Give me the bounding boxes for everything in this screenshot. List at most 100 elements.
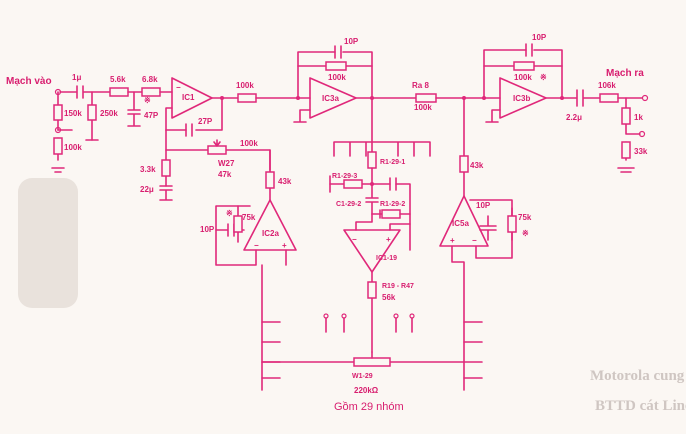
label-ic5a: IC5a — [452, 219, 469, 228]
label-w27: W27 — [218, 159, 235, 168]
resistor-3-3k — [161, 159, 171, 177]
resistor-100k-a — [237, 93, 257, 103]
capacitor-c1-29-1 — [389, 177, 397, 191]
label-r250: 250k — [100, 109, 118, 118]
opamp-ic2a — [243, 199, 297, 251]
tap-pins — [325, 317, 413, 333]
resistor-r1-29-1 — [367, 151, 377, 169]
resistor-6-8k — [141, 87, 161, 97]
resistor-5-6k — [109, 87, 129, 97]
label-ic1: IC1 — [182, 93, 195, 102]
label-w129: W1-29 — [352, 373, 373, 380]
label-c1292: C1-29-2 — [336, 201, 361, 208]
opamp-ic3b — [499, 77, 547, 119]
wire-fb-27p — [165, 97, 223, 131]
label-r43b: 43k — [470, 161, 484, 170]
label-r150: 150k — [64, 109, 82, 118]
tap-pin-2 — [341, 313, 347, 319]
tap-pin-4 — [409, 313, 415, 319]
label-r1k: 1k — [634, 113, 643, 122]
ground-in — [51, 167, 65, 173]
label-c22: 22μ — [140, 185, 154, 194]
wire-ic1-plus — [165, 107, 173, 131]
capacitor-2-2u — [576, 89, 584, 107]
ic2a-plus: + — [282, 241, 287, 250]
wire-fb-10p-a — [297, 51, 373, 99]
resistor-100k-in — [53, 137, 63, 155]
ic1-19-minus: − — [352, 235, 357, 244]
label-c22b: 2.2μ — [566, 113, 582, 122]
label-r106: 106k — [598, 81, 616, 90]
resistor-r1-29-2 — [381, 209, 401, 219]
capacitor-10p-b — [525, 43, 533, 57]
resistor-106k — [599, 93, 619, 103]
capacitor-10p-a — [334, 45, 342, 59]
ground-ic3a — [293, 109, 311, 123]
bus-right — [451, 245, 465, 391]
resistor-75k-a — [233, 215, 243, 233]
label-r100a-in: 100k — [64, 143, 82, 152]
opamp-ic1-19 — [343, 229, 401, 273]
label-r47: 47k — [218, 170, 232, 179]
right-bus-taps — [463, 321, 483, 379]
label-c10a: 10P — [344, 37, 359, 46]
label-c10b: 10P — [532, 33, 547, 42]
label-r100a: 100k — [236, 81, 254, 90]
capacitor-10p-c — [215, 223, 245, 237]
resistor-r1-29-3 — [343, 179, 363, 189]
label-c10d: 10P — [476, 201, 491, 210]
ground-ic3b — [485, 109, 501, 123]
bus-top-taps — [333, 141, 431, 157]
ghost-text-2: BTTD cát Linex — [595, 398, 686, 414]
terminal-out-mid — [638, 130, 646, 138]
wire-r1-29-2-a — [371, 209, 383, 219]
label-r100f: 100k — [514, 73, 532, 82]
resistor-100k-fb-b — [513, 61, 535, 71]
label-c-in: 1μ — [72, 73, 81, 82]
label-ic2a: IC2a — [262, 229, 279, 238]
resistor-43k-b — [459, 155, 469, 173]
label-r1291: R1-29-1 — [380, 159, 405, 166]
label-ic1-19: IC1-19 — [376, 255, 397, 262]
label-r33k: 33k — [634, 147, 648, 156]
wire-r1-29-3 — [329, 183, 411, 251]
output-label: Mạch ra — [606, 68, 644, 79]
output-terminal — [641, 94, 649, 102]
ground-out — [617, 167, 635, 173]
label-r1: 5.6k — [110, 75, 126, 84]
resistor-75k-b — [507, 215, 517, 233]
label-star-4: ※ — [522, 229, 529, 238]
label-star-1: ※ — [144, 96, 151, 105]
label-c47: 47P — [144, 111, 159, 120]
label-r75b: 75k — [518, 213, 532, 222]
resistor-100k-fb-a — [325, 61, 347, 71]
resistor-250k — [87, 104, 97, 121]
label-r100d: 100k — [328, 73, 346, 82]
opamp-ic5a — [439, 195, 489, 247]
label-r1292: R1-29-2 — [380, 201, 405, 208]
opamp-ic3a — [309, 77, 357, 119]
label-r100e: 100k — [414, 103, 432, 112]
capacitor-22u — [159, 185, 173, 201]
capacitor-input — [76, 85, 84, 99]
label-r19: R19 - R47 — [382, 283, 414, 290]
ghost-text-1: Motorola cung cấp — [590, 368, 686, 384]
label-r1293: R1-29-3 — [332, 173, 357, 180]
left-bus-taps — [261, 321, 281, 379]
wire-ic2a — [215, 205, 287, 266]
resistor-150k — [53, 104, 63, 121]
label-ic3a: IC3a — [322, 94, 339, 103]
resistor-1k — [621, 107, 631, 125]
ic5a-minus: − — [472, 236, 477, 245]
pot-wiper — [213, 139, 221, 147]
ic1-19-plus: + — [386, 235, 391, 244]
ic5a-plus: + — [450, 236, 455, 245]
label-ra8: Ra 8 — [412, 81, 429, 90]
label-r75a: 75k — [242, 213, 256, 222]
resistor-43k-a — [265, 171, 275, 189]
label-r43a: 43k — [278, 177, 292, 186]
label-r2: 6.8k — [142, 75, 158, 84]
resistor-33k — [621, 141, 631, 159]
footer-label: Gồm 29 nhóm — [334, 401, 404, 413]
